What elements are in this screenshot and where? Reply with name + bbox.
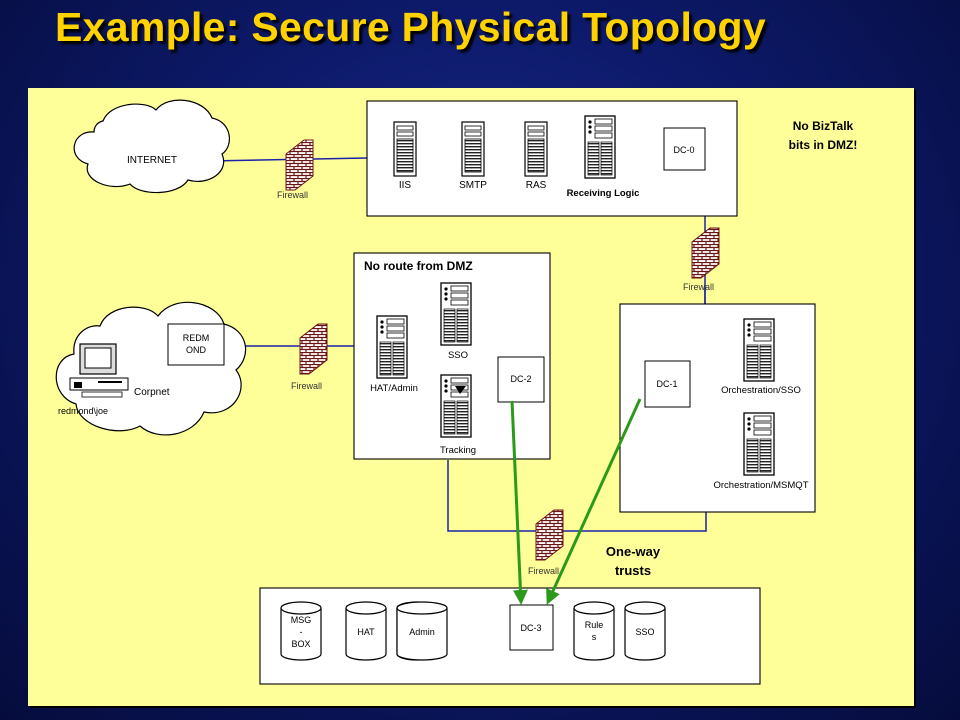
hat-db-label: HAT bbox=[357, 627, 375, 637]
topology-diagram: INTERNET Corpnet REDM OND redmond\joe II… bbox=[55, 99, 858, 685]
receiving-logic-server-icon bbox=[584, 115, 616, 179]
dc0-label: DC-0 bbox=[673, 145, 694, 155]
trusts-label-line2: trusts bbox=[615, 563, 651, 578]
corpnet-cloud: Corpnet REDM OND redmond\joe bbox=[55, 301, 247, 436]
msgbox-label-line1: MSG bbox=[291, 615, 312, 625]
orchestration-sso-label: Orchestration/SSO bbox=[721, 385, 801, 396]
sso-label: SSO bbox=[448, 350, 468, 361]
user-label: redmond\joe bbox=[58, 406, 108, 416]
data-tier-zone: MSG - BOX HAT Admin DC-3 Rule s SSO bbox=[259, 587, 761, 685]
workstation-icon bbox=[69, 343, 129, 398]
corpnet-label: Corpnet bbox=[134, 387, 170, 398]
ras-server-icon bbox=[524, 121, 548, 177]
firewall-data-tier: Firewall bbox=[528, 509, 564, 576]
orchestration-msmqt-label: Orchestration/MSMQT bbox=[713, 480, 808, 491]
rules-label-line2: s bbox=[592, 632, 597, 642]
dmz-zone: IIS SMTP RAS Receiving Logic DC-0 bbox=[366, 100, 738, 217]
iis-server-icon bbox=[393, 121, 417, 177]
redmond-dc-box bbox=[167, 323, 225, 366]
orchestration-msmqt-server-icon bbox=[743, 412, 775, 476]
internal-zone-heading: No route from DMZ bbox=[364, 259, 473, 273]
internal-zone: No route from DMZ HAT/Admin SSO Tracking… bbox=[353, 252, 551, 460]
orchestration-sso-server-icon bbox=[743, 318, 775, 382]
firewall-dmz-orchestration: Firewall bbox=[683, 227, 720, 292]
firewall-corpnet: Firewall bbox=[291, 323, 328, 391]
firewall-label: Firewall bbox=[683, 282, 714, 292]
msgbox-label-line3: BOX bbox=[291, 639, 310, 649]
dc0-box bbox=[663, 127, 706, 171]
sso-db-label: SSO bbox=[635, 627, 654, 637]
tracking-label: Tracking bbox=[440, 445, 476, 456]
smtp-server-icon bbox=[461, 121, 485, 177]
page-title: Example: Secure Physical Topology bbox=[55, 4, 766, 50]
firewall-label: Firewall bbox=[291, 381, 322, 391]
dc1-box bbox=[644, 360, 691, 408]
rules-label-line1: Rule bbox=[585, 620, 604, 630]
dc2-box bbox=[497, 356, 545, 403]
firewall-internet: Firewall bbox=[277, 139, 314, 200]
receiving-logic-label: Receiving Logic bbox=[567, 188, 640, 199]
sso-server-icon bbox=[440, 282, 472, 346]
hat-admin-label: HAT/Admin bbox=[370, 383, 418, 394]
dc1-label: DC-1 bbox=[656, 379, 677, 389]
trust-arrow-dc1 bbox=[546, 398, 642, 605]
iis-label: IIS bbox=[399, 180, 412, 191]
tracking-server-icon bbox=[440, 374, 472, 438]
dc3-label: DC-3 bbox=[520, 623, 541, 633]
redmond-label-line1: REDM bbox=[183, 333, 210, 343]
hat-admin-server-icon bbox=[376, 315, 408, 379]
firewall-label: Firewall bbox=[528, 566, 559, 576]
internet-cloud: INTERNET bbox=[73, 99, 230, 194]
ras-label: RAS bbox=[526, 180, 547, 191]
trusts-label-line1: One-way bbox=[606, 544, 661, 559]
admin-db-label: Admin bbox=[409, 627, 435, 637]
diagram-panel: INTERNET Corpnet REDM OND redmond\joe II… bbox=[28, 88, 914, 706]
trust-arrows bbox=[510, 398, 642, 605]
msgbox-label-line2: - bbox=[300, 627, 303, 637]
dmz-note-line2: bits in DMZ! bbox=[789, 138, 858, 152]
redmond-label-line2: OND bbox=[186, 345, 207, 355]
dc3-box bbox=[509, 604, 554, 651]
trust-arrow-dc2 bbox=[510, 400, 528, 605]
orchestration-zone: DC-1 Orchestration/SSO Orchestration/MSM… bbox=[619, 303, 816, 513]
dmz-note-line1: No BizTalk bbox=[793, 119, 854, 133]
firewall-label: Firewall bbox=[277, 190, 308, 200]
internet-label: INTERNET bbox=[127, 155, 177, 166]
dc2-label: DC-2 bbox=[510, 374, 531, 384]
smtp-label: SMTP bbox=[459, 180, 487, 191]
rules-database-icon bbox=[573, 601, 615, 661]
